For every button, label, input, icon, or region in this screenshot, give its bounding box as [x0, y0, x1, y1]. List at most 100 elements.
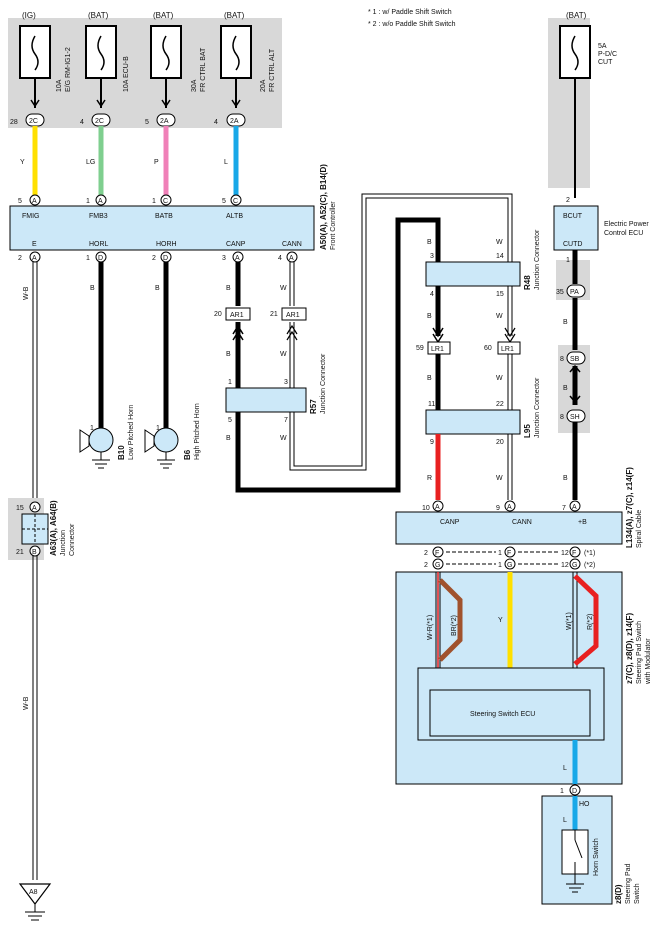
- svg-text:B: B: [563, 385, 568, 392]
- svg-text:Steering Pad: Steering Pad: [625, 863, 632, 904]
- svg-text:A: A: [98, 198, 103, 205]
- svg-text:W(*1): W(*1): [566, 612, 573, 630]
- svg-text:A: A: [32, 255, 37, 262]
- svg-text:1: 1: [566, 257, 570, 264]
- svg-text:(*2): (*2): [584, 562, 595, 569]
- svg-text:G: G: [572, 562, 577, 569]
- switch-contact-icon: [574, 839, 583, 859]
- pad-switch-name1: Steering Pad Switch: [636, 621, 643, 684]
- fuse-2-source: (BAT): [88, 11, 109, 20]
- svg-text:8: 8: [560, 356, 564, 363]
- wire-canp-loop: [235, 217, 441, 493]
- svg-text:3: 3: [222, 255, 226, 262]
- svg-text:AR1: AR1: [286, 312, 300, 319]
- fuse-2-conn: 2C: [95, 118, 104, 125]
- svg-text:10: 10: [422, 505, 430, 512]
- r48-junction: 3 14 4 15 R48 Junction Connector: [425, 229, 541, 298]
- high-horn-icon: [144, 427, 179, 469]
- svg-text:1: 1: [228, 379, 232, 386]
- svg-text:B: B: [32, 549, 37, 556]
- svg-text:F: F: [507, 550, 511, 557]
- svg-text:(*1): (*1): [584, 550, 595, 557]
- fuse-4-pin: 4: [214, 119, 218, 126]
- svg-text:4: 4: [278, 255, 282, 262]
- low-horn-icon: [79, 427, 114, 469]
- svg-text:B: B: [226, 285, 231, 292]
- ecu-power-name1: Electric Power: [604, 221, 649, 228]
- fuse-symbol-icon: [232, 35, 240, 71]
- high-horn-id: B6: [183, 449, 192, 460]
- fuse-1-conn: 2C: [29, 118, 38, 125]
- svg-text:B: B: [226, 351, 231, 358]
- svg-text:1: 1: [156, 425, 160, 432]
- fuse-1-pin: 28: [10, 119, 18, 126]
- svg-text:1: 1: [86, 255, 90, 262]
- wire-y-label: Y: [20, 159, 25, 166]
- svg-text:BR(*2): BR(*2): [451, 615, 458, 636]
- fuse-4-rating: 20A: [260, 79, 267, 92]
- horn-switch-ho: HO: [579, 801, 590, 808]
- fuse-symbol-icon: [571, 35, 579, 71]
- ground-label: A8: [29, 889, 38, 896]
- fuse-1-name: E/G RM-IG1-2: [65, 47, 72, 92]
- svg-text:35: 35: [556, 289, 564, 296]
- horn-switch-id: z8(D): [614, 884, 623, 904]
- svg-text:LR1: LR1: [501, 346, 514, 353]
- svg-text:W-R(*1): W-R(*1): [427, 615, 434, 640]
- svg-text:A: A: [435, 504, 440, 511]
- horn-switch: HO L Horn Switch z8(D) Steering Pad Swit…: [541, 795, 641, 905]
- ground-icon: A8: [18, 883, 52, 921]
- svg-text:W: W: [280, 435, 287, 442]
- fuse-5-source: (BAT): [566, 11, 587, 20]
- svg-text:1: 1: [152, 198, 156, 205]
- fuse-3: (BAT) 30A FR CTRL BAT 5 2A: [145, 11, 207, 127]
- svg-text:G: G: [435, 562, 440, 569]
- high-horn-name: High Pitched Horn: [194, 403, 201, 460]
- pin-horh: HORH: [156, 241, 177, 248]
- ar1-connector: 20 AR1 21 AR1: [214, 307, 307, 321]
- svg-text:11: 11: [428, 401, 435, 408]
- pin-canp: CANP: [226, 241, 246, 248]
- svg-text:A: A: [32, 198, 37, 205]
- front-controller-box: [9, 205, 315, 251]
- svg-text:2: 2: [424, 550, 428, 557]
- svg-text:Connector: Connector: [69, 523, 76, 556]
- wire-p-label: P: [154, 159, 159, 166]
- fuse-4-source: (BAT): [224, 11, 245, 20]
- r57-id: R57: [309, 399, 318, 414]
- svg-text:D: D: [572, 788, 577, 795]
- svg-text:F: F: [435, 550, 439, 557]
- svg-text:Junction: Junction: [60, 530, 67, 556]
- spiral-id: L134(A), z7(C), z14(F): [625, 467, 634, 548]
- svg-text:L: L: [563, 817, 567, 824]
- note-2: * 2 : w/o Paddle Shift Switch: [368, 21, 456, 28]
- a63-junction: 15 A 21 B A63(A), A64(B) Junction Connec…: [16, 500, 76, 557]
- svg-text:B: B: [427, 375, 432, 382]
- pin-fmb3: FMB3: [89, 213, 108, 220]
- svg-text:15: 15: [16, 505, 24, 512]
- front-controller-top-pins: 5 A FMIG 1 A FMB3 1 C BATB 5 C ALTB: [18, 194, 243, 220]
- svg-text:L: L: [563, 765, 567, 772]
- wire-lg-label: LG: [86, 159, 95, 166]
- svg-text:20: 20: [496, 439, 504, 446]
- wire-wb-label-2: W-B: [23, 696, 30, 710]
- front-controller-name: Front Controller: [330, 201, 337, 250]
- fuse-3-source: (BAT): [153, 11, 174, 20]
- svg-text:3: 3: [430, 253, 434, 260]
- horn-switch-name: Horn Switch: [593, 838, 600, 876]
- pin-horl: HORL: [89, 241, 109, 248]
- svg-text:A: A: [572, 504, 577, 511]
- r57-junction: 1 3 5 7 R57 Junction Connector: [225, 353, 327, 424]
- sb-conn: SB: [570, 356, 580, 363]
- lr1-connector: 59 LR1 60 LR1: [416, 341, 521, 355]
- ecu-power-name2: Control ECU: [604, 230, 643, 237]
- svg-text:B: B: [427, 313, 432, 320]
- fuse-symbol-icon: [162, 35, 170, 71]
- fuse-5-name2: CUT: [598, 59, 613, 66]
- svg-text:Switch: Switch: [634, 883, 641, 904]
- svg-text:B: B: [427, 239, 432, 246]
- fuse-4-name: FR CTRL ALT: [269, 48, 276, 92]
- sh-conn: SH: [570, 414, 580, 421]
- svg-text:F: F: [572, 550, 576, 557]
